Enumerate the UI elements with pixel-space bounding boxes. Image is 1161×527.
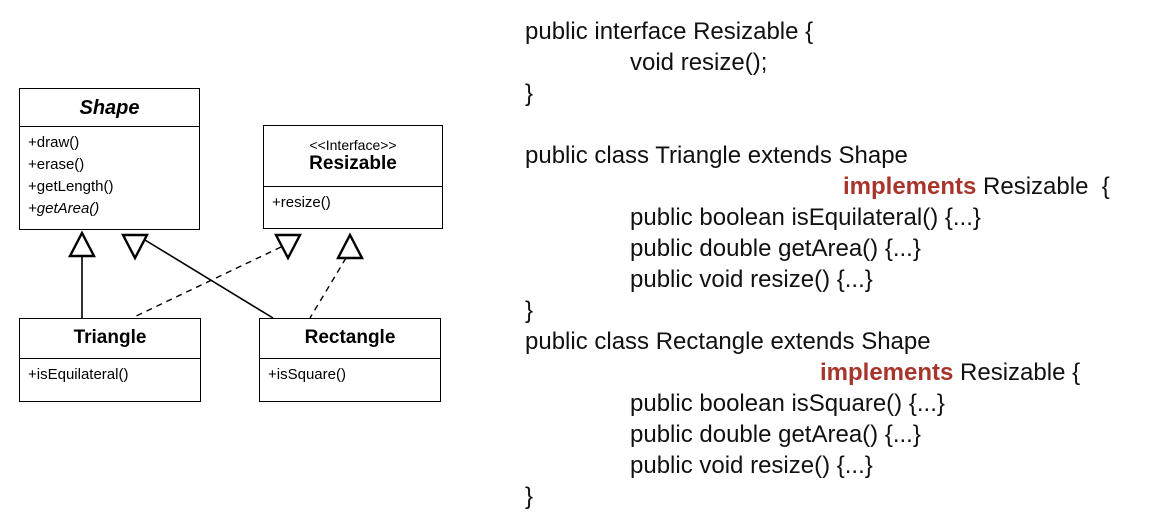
code-text: public interface Resizable { xyxy=(525,18,814,45)
code-blank-line xyxy=(525,109,1110,140)
interface-header-resizable: <<Interface>> Resizable xyxy=(264,126,442,187)
method-getlength: +getLength() xyxy=(28,178,114,195)
class-title-triangle: Triangle xyxy=(73,327,147,349)
code-text: public boolean isSquare() {...} xyxy=(630,390,945,417)
code-line: public class Rectangle extends Shape xyxy=(525,326,1110,357)
code-keyword-implements: implements xyxy=(820,359,954,386)
method-isequilateral: +isEquilateral() xyxy=(28,366,129,383)
code-text: Resizable { xyxy=(976,173,1110,200)
class-methods-triangle: +isEquilateral() xyxy=(20,359,200,386)
code-text: public boolean isEquilateral() {...} xyxy=(630,204,981,231)
code-text: public void resize() {...} xyxy=(630,452,873,479)
code-line: public boolean isSquare() {...} xyxy=(525,388,1110,419)
code-keyword-implements: implements xyxy=(843,173,977,200)
method-issquare: +isSquare() xyxy=(268,366,346,383)
code-line: implements Resizable { xyxy=(525,357,1110,388)
class-box-rectangle: Rectangle +isSquare() xyxy=(259,318,441,402)
code-text: public class Rectangle extends Shape xyxy=(525,328,931,355)
generalization-arrowhead-down-shape xyxy=(121,233,149,261)
code-line: } xyxy=(525,481,1110,512)
code-line: } xyxy=(525,295,1110,326)
realization-arrowhead-down-resizable xyxy=(274,233,302,261)
code-text: } xyxy=(525,297,534,324)
code-line: public interface Resizable { xyxy=(525,16,1110,47)
interface-title-resizable: Resizable xyxy=(309,153,397,175)
generalization-arrowhead-up-shape xyxy=(68,230,96,258)
code-text: public double getArea() {...} xyxy=(630,421,921,448)
class-header-shape: Shape xyxy=(20,89,199,127)
code-line: public double getArea() {...} xyxy=(525,233,1110,264)
interface-stereotype: <<Interface>> xyxy=(309,136,397,153)
realization-line-rectangle-resizable xyxy=(309,257,347,319)
class-methods-rectangle: +isSquare() xyxy=(260,359,440,386)
interface-methods-resizable: +resize() xyxy=(264,187,442,214)
code-text: Resizable { xyxy=(953,359,1081,386)
generalization-line-rectangle-shape xyxy=(144,239,274,319)
code-line: public class Triangle extends Shape xyxy=(525,140,1110,171)
method-erase: +erase() xyxy=(28,156,85,173)
realization-line-triangle-resizable xyxy=(131,246,282,319)
code-line: } xyxy=(525,78,1110,109)
class-methods-shape: +draw() +erase() +getLength() +getArea() xyxy=(20,127,199,220)
class-header-rectangle: Rectangle xyxy=(260,319,440,359)
class-header-triangle: Triangle xyxy=(20,319,200,359)
code-text: } xyxy=(525,80,534,107)
code-text: void resize(); xyxy=(630,49,768,76)
code-panel: public interface Resizable { void resize(… xyxy=(525,16,1110,512)
class-title-rectangle: Rectangle xyxy=(304,327,396,349)
code-line: public boolean isEquilateral() {...} xyxy=(525,202,1110,233)
code-text: public double getArea() {...} xyxy=(630,235,921,262)
method-resize: +resize() xyxy=(272,194,331,211)
code-line: void resize(); xyxy=(525,47,1110,78)
code-line: public double getArea() {...} xyxy=(525,419,1110,450)
interface-box-resizable: <<Interface>> Resizable +resize() xyxy=(263,125,443,229)
class-box-triangle: Triangle +isEquilateral() xyxy=(19,318,201,402)
realization-arrowhead-up-resizable xyxy=(336,232,364,260)
class-title-shape: Shape xyxy=(79,96,140,119)
uml-connectors xyxy=(68,230,364,319)
code-text: } xyxy=(525,483,534,510)
class-box-shape: Shape +draw() +erase() +getLength() +get… xyxy=(19,88,200,230)
code-line: public void resize() {...} xyxy=(525,264,1110,295)
code-text: public class Triangle extends Shape xyxy=(525,142,908,169)
code-line: public void resize() {...} xyxy=(525,450,1110,481)
code-text: public void resize() {...} xyxy=(630,266,873,293)
method-getarea-abstract: +getArea() xyxy=(28,200,100,217)
code-line: implements Resizable { xyxy=(525,171,1110,202)
method-draw: +draw() xyxy=(28,134,80,151)
